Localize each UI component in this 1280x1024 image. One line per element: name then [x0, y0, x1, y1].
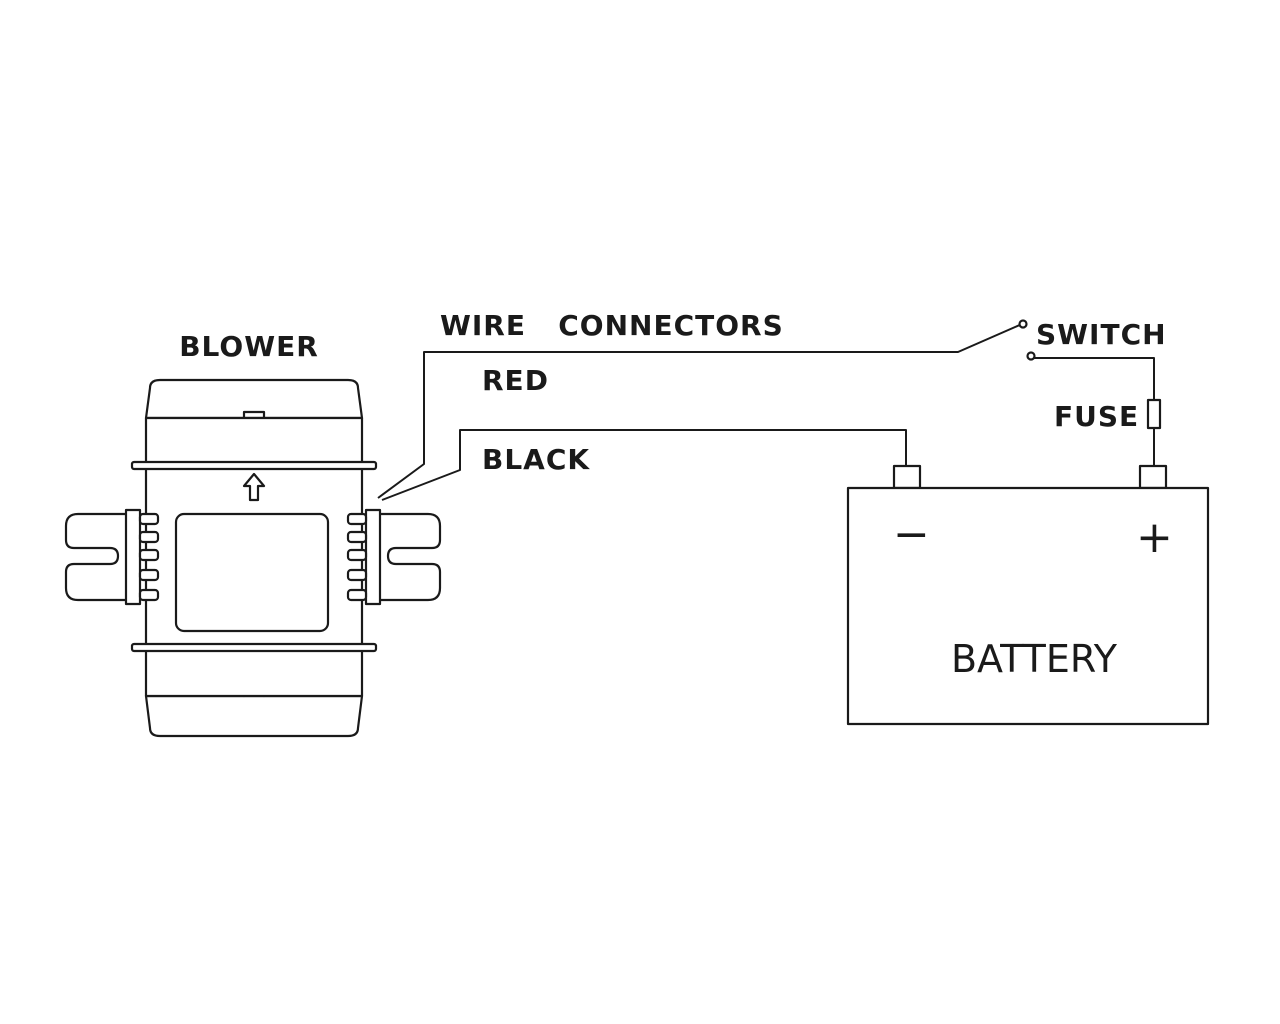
wire-connectors-label: WIRE CONNECTORS — [440, 309, 784, 342]
switch-contact — [1026, 351, 1036, 361]
battery: − + BATTERY — [846, 464, 1210, 726]
left-terminal-block — [124, 508, 160, 606]
left-mount-bracket — [64, 512, 132, 602]
blower-lower-band — [130, 642, 378, 653]
blower-upper-band — [130, 460, 378, 471]
switch-icon — [1018, 319, 1028, 329]
blower-window — [174, 512, 330, 633]
blower — [64, 378, 442, 738]
black-wire-label: BLACK — [482, 443, 590, 476]
red-wire — [377, 323, 1023, 499]
blower-top-cap — [144, 378, 364, 420]
blower-top-notch — [242, 410, 266, 420]
red-wire-label: RED — [482, 364, 549, 397]
battery-positive-sign: + — [1136, 512, 1173, 563]
positive-wire — [1034, 357, 1155, 400]
battery-negative-terminal — [892, 464, 922, 490]
battery-label: BATTERY — [951, 637, 1118, 681]
black-wire — [381, 429, 907, 501]
blower-bottom-cap — [144, 694, 364, 738]
right-terminal-block — [346, 508, 382, 606]
fuse-icon — [1146, 398, 1162, 430]
fuse-label: FUSE — [1054, 400, 1139, 433]
battery-body — [846, 486, 1210, 726]
battery-negative-sign: − — [893, 509, 930, 560]
battery-positive-terminal — [1138, 464, 1168, 490]
right-mount-bracket — [374, 512, 442, 602]
blower-label: BLOWER — [179, 330, 319, 363]
up-arrow-icon — [242, 472, 266, 502]
switch-label: SWITCH — [1036, 318, 1167, 351]
